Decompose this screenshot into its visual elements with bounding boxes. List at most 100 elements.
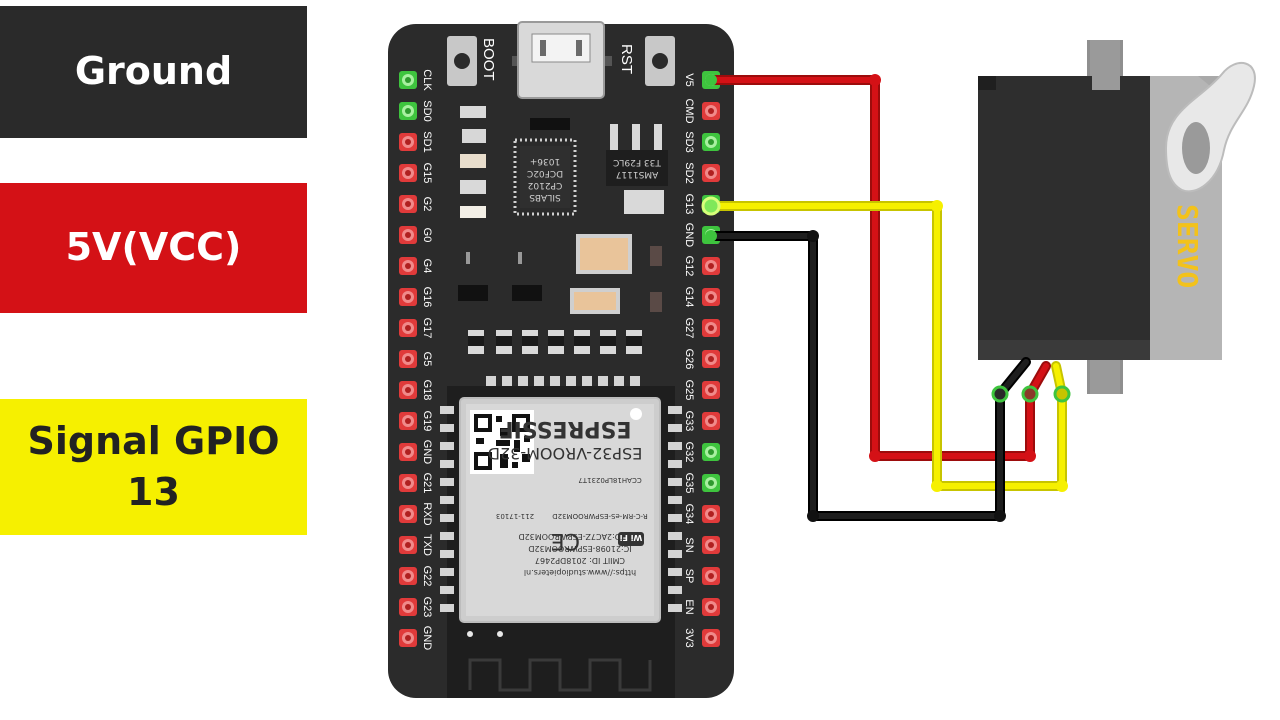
pin-label-left-txd: TXD (421, 534, 433, 556)
pin-right-g35 (702, 474, 720, 492)
chip-text-1: SILABS (529, 192, 561, 202)
pin-left-rxd (399, 505, 417, 523)
pin-left-g23 (399, 598, 417, 616)
chip-text-2: CP2102 (528, 180, 563, 190)
rst-button-label: RST (618, 44, 635, 74)
left-pin-header: CLKSD0SD1G15G2G0G4G16G17G5G18G19GNDG21RX… (399, 69, 433, 650)
pin-left-g16 (399, 288, 417, 306)
pin-label-right-g27: G27 (683, 318, 695, 339)
pin-label-right-sp: SP (683, 569, 695, 584)
module-cmiit: CMIIT ID: 2018DP2467 (535, 556, 625, 565)
pin-label-right-g32: G32 (683, 442, 695, 463)
pin-left-g19 (399, 412, 417, 430)
wifi-logo-label: Wi Fi (619, 533, 642, 542)
pin-right-g27 (702, 319, 720, 337)
smd-components (458, 106, 664, 314)
pin-right-g25 (702, 381, 720, 399)
pin-label-left-g22: G22 (421, 566, 433, 587)
pin-right-g34 (702, 505, 720, 523)
legend-vcc: 5V(VCC) (0, 183, 307, 313)
pin-label-right-g25: G25 (683, 380, 695, 401)
pin-right-en (702, 598, 720, 616)
pin-label-right-g33: G33 (683, 411, 695, 432)
module-brand: ESPRESSIF (499, 416, 632, 441)
pin-label-right-cmd: CMD (683, 98, 695, 123)
servo-pin-signal (1053, 385, 1071, 403)
pin-label-right-g12: G12 (683, 256, 695, 277)
pin-label-left-g4: G4 (421, 259, 433, 274)
regulator-text-2: T33 F29LC (613, 157, 662, 167)
pin-label-right-v5: V5 (683, 73, 695, 86)
pin-left-sd1 (399, 133, 417, 151)
pin-label-left-g23: G23 (421, 597, 433, 618)
module-cca: CCAH18LP0231T7 (578, 476, 641, 484)
module-antenna (467, 631, 652, 692)
wire-junction (869, 74, 881, 86)
board-pin-g13-endpoint (701, 196, 721, 216)
legend-vcc-label: 5V(VCC) (65, 225, 242, 270)
module-ta: 211-17103 (496, 512, 534, 520)
legend-ground-label: Ground (74, 49, 233, 94)
resistor-array (468, 330, 642, 354)
pin-right-cmd (702, 102, 720, 120)
pin-label-left-g5: G5 (421, 352, 433, 367)
pin-right-sn (702, 536, 720, 554)
pin-left-gnd (399, 443, 417, 461)
pin-right-sd2 (702, 164, 720, 182)
usb-connector (512, 21, 612, 99)
module-model: ESP32-VROOM-32D (488, 444, 643, 463)
svg-text:CE: CE (551, 528, 580, 553)
pin-label-left-g18: G18 (421, 380, 433, 401)
module-fcc: FCC ID:2AC7Z-ESPWROOM32D (518, 532, 641, 541)
servo-body (978, 76, 1150, 360)
ce-mark-icon: CE (551, 528, 580, 553)
pin-left-g22 (399, 567, 417, 585)
module-ic: IC:21098-ESPWROOM32D (528, 544, 631, 553)
wires (701, 74, 1071, 522)
pin-label-left-g21: G21 (421, 473, 433, 494)
pin-right-g26 (702, 350, 720, 368)
module-cert: R-C-RM-eS-ESPWROOM32D (552, 512, 647, 520)
pin-label-right-sd2: SD2 (683, 162, 695, 183)
chip-text-3: DCF02C (527, 168, 563, 178)
pin-label-right-g34: G34 (683, 504, 695, 525)
pin-label-left-sd1: SD1 (421, 131, 433, 152)
pin-label-left-g17: G17 (421, 318, 433, 339)
pin-left-g17 (399, 319, 417, 337)
pin-left-gnd (399, 629, 417, 647)
pin-left-g18 (399, 381, 417, 399)
boot-button[interactable] (447, 36, 477, 86)
pin-right-g14 (702, 288, 720, 306)
servo-label: SERVO (1171, 204, 1204, 288)
pin-left-g21 (399, 474, 417, 492)
pin-label-left-sd0: SD0 (421, 100, 433, 121)
pin-label-right-3v3: 3V3 (683, 628, 695, 648)
pin-left-sd0 (399, 102, 417, 120)
pin-right-sp (702, 567, 720, 585)
pin-label-right-g26: G26 (683, 349, 695, 370)
pin-left-txd (399, 536, 417, 554)
pin-left-clk (399, 71, 417, 89)
chip-text-4: 1036+ (530, 156, 560, 166)
pin-right-g12 (702, 257, 720, 275)
pin-label-right-g35: G35 (683, 473, 695, 494)
pin-right-3v3 (702, 629, 720, 647)
rst-button[interactable] (645, 36, 675, 86)
boot-button-label: BOOT (480, 38, 497, 81)
servo-pin-ground (991, 385, 1009, 403)
wifi-logo-icon: Wi Fi (618, 532, 644, 546)
pin-label-right-g13: G13 (683, 194, 695, 215)
legend-ground: Ground (0, 6, 307, 138)
pin-right-sd3 (702, 133, 720, 151)
pin-label-right-sd3: SD3 (683, 131, 695, 152)
pin-label-left-rxd: RXD (421, 502, 433, 525)
board-pin-v5-endpoint (705, 74, 717, 86)
pin-label-right-gnd: GND (683, 223, 695, 248)
pin-label-right-g14: G14 (683, 287, 695, 308)
regulator-text-1: AMS1117 (616, 169, 659, 179)
pin-label-left-gnd: GND (421, 626, 433, 651)
qr-code (470, 410, 534, 474)
pin-label-left-g2: G2 (421, 197, 433, 212)
pin-left-g15 (399, 164, 417, 182)
